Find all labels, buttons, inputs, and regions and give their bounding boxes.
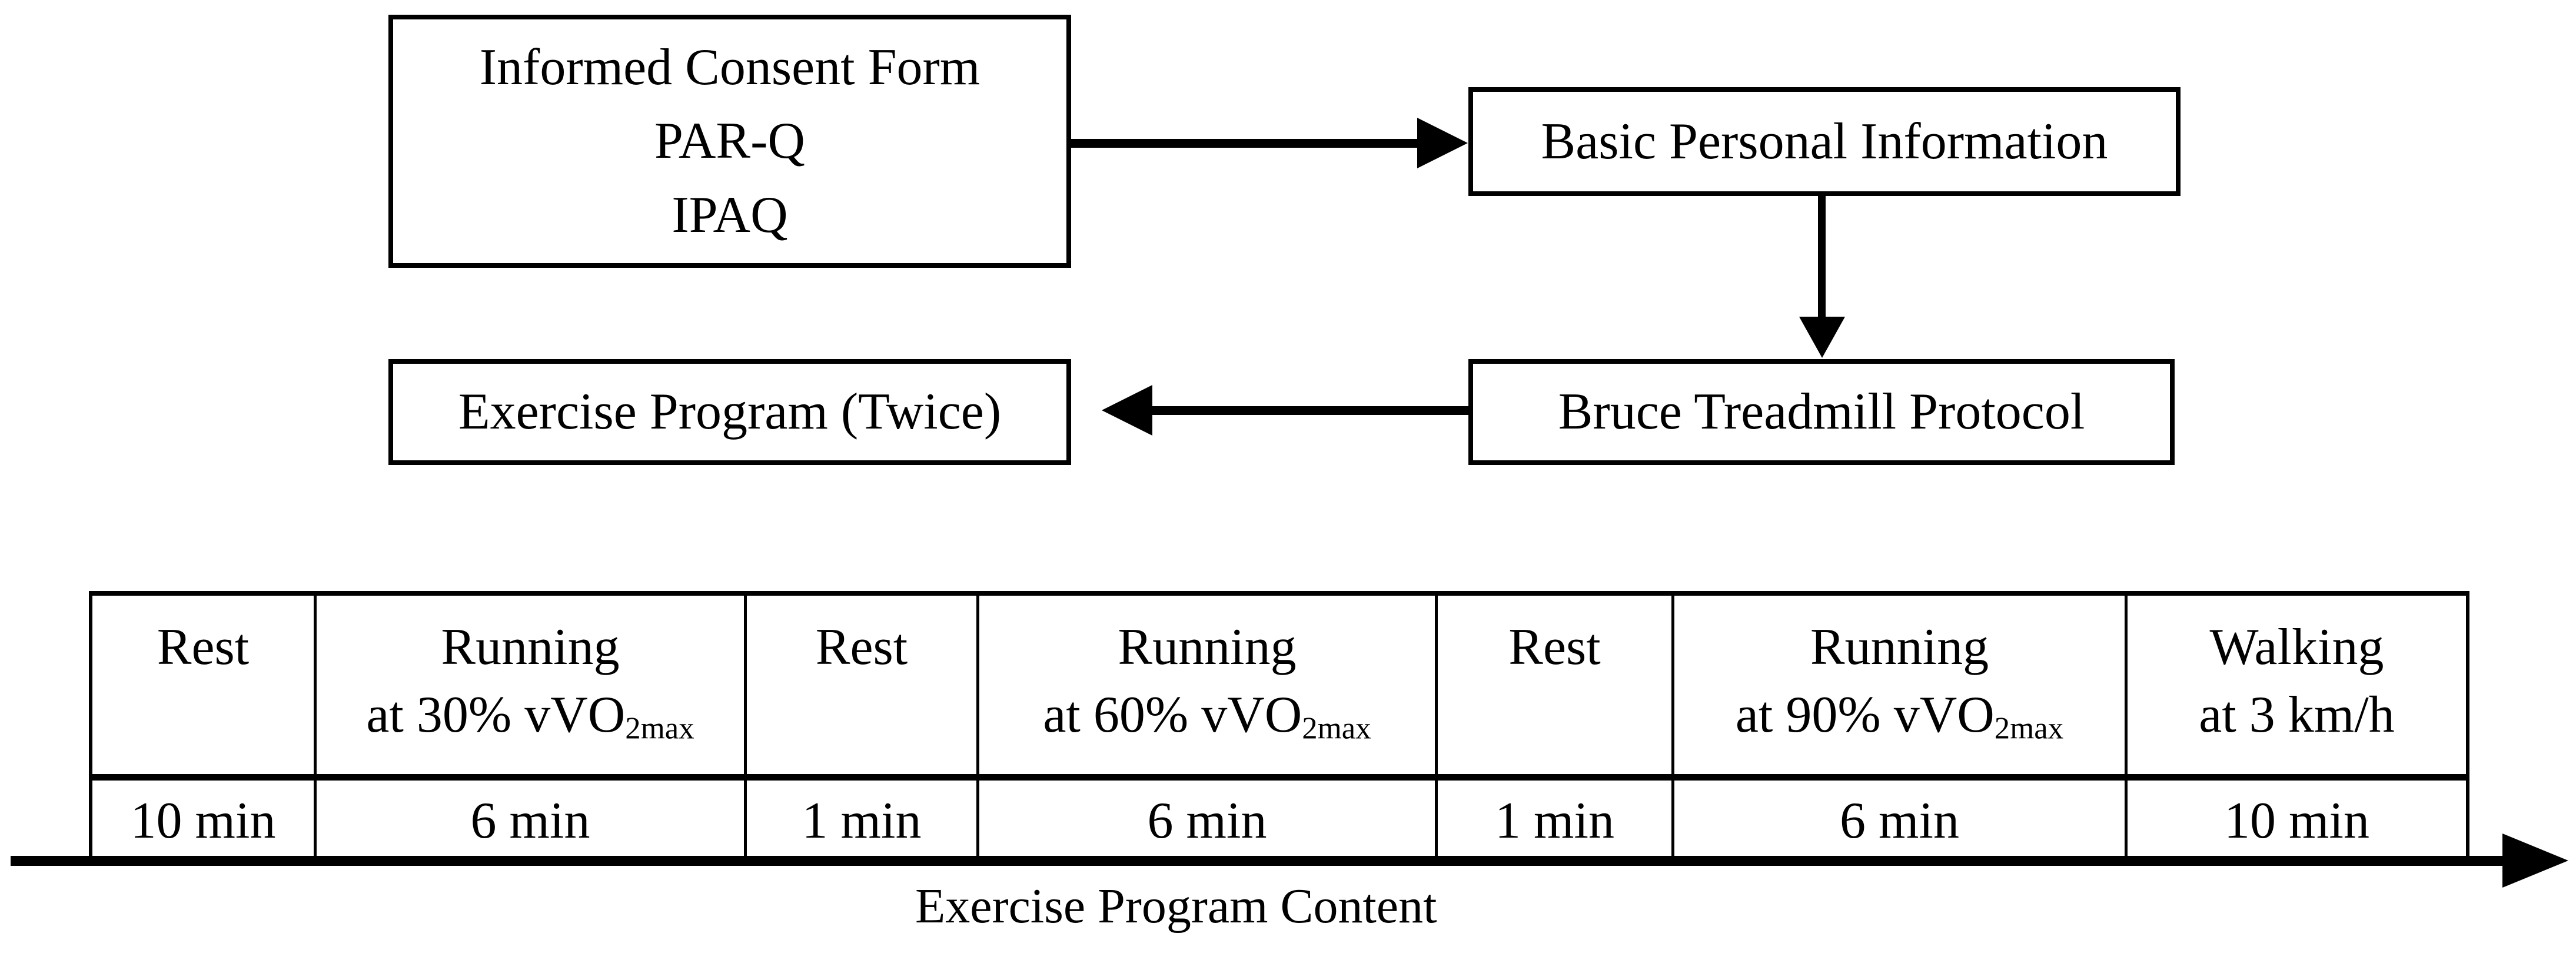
duration-cell: 10 min — [92, 781, 317, 861]
timeline-axis-shaft — [11, 856, 2509, 866]
basic-personal-information-box: Basic Personal Information — [1468, 87, 2181, 196]
intensity-subscript: 2max — [1302, 711, 1371, 746]
activity-label: Running — [1118, 619, 1297, 676]
duration-cell: 6 min — [979, 781, 1438, 861]
arrow-consent-to-basic-shaft — [1071, 139, 1424, 148]
table-cell-walking: Walking at 3 km/h — [2128, 596, 2466, 781]
intensity-subscript: 2max — [1994, 711, 2064, 746]
arrow-left-icon — [1102, 385, 1152, 436]
basic-personal-information-label: Basic Personal Information — [1541, 112, 2108, 170]
consent-line-3: IPAQ — [672, 186, 788, 244]
informed-consent-box: Informed Consent Form PAR-Q IPAQ — [388, 15, 1071, 268]
table-cell-rest-3: Rest — [1438, 596, 1674, 781]
activity-label: Rest — [157, 619, 250, 676]
arrow-right-icon — [1417, 118, 1468, 168]
intensity-subscript: 2max — [625, 711, 694, 746]
consent-line-1: Informed Consent Form — [479, 38, 980, 96]
activity-label: Running — [441, 619, 620, 676]
arrow-basic-to-bruce-shaft — [1818, 196, 1826, 321]
activity-label: Rest — [1508, 619, 1601, 676]
timeline-arrow-right-icon — [2502, 834, 2568, 888]
table-cell-rest-2: Rest — [747, 596, 979, 781]
intensity-label: at 60% vVO2max — [1043, 686, 1371, 746]
table-cell-rest-1: Rest — [92, 596, 317, 781]
intensity-label: at 90% vVO2max — [1735, 686, 2064, 746]
timeline-axis-label: Exercise Program Content — [915, 879, 1437, 934]
consent-line-2: PAR-Q — [654, 112, 805, 170]
duration-cell: 1 min — [747, 781, 979, 861]
bruce-treadmill-protocol-box: Bruce Treadmill Protocol — [1468, 359, 2175, 465]
activity-label: Running — [1810, 619, 1989, 676]
arrow-down-icon — [1799, 317, 1845, 358]
activity-label: Walking — [2209, 619, 2384, 676]
arrow-bruce-to-exercise-shaft — [1151, 406, 1468, 415]
table-cell-running-60: Running at 60% vVO2max — [979, 596, 1438, 781]
duration-cell: 6 min — [317, 781, 747, 861]
duration-cell: 10 min — [2224, 792, 2369, 849]
activity-label: Rest — [815, 619, 908, 676]
duration-cell: 6 min — [1674, 781, 2128, 861]
exercise-program-label: Exercise Program (Twice) — [458, 383, 1002, 440]
duration-cell: 1 min — [1438, 781, 1674, 861]
intensity-label: at 3 km/h — [2199, 686, 2395, 743]
table-cell-running-30: Running at 30% vVO2max — [317, 596, 747, 781]
exercise-program-table: Rest Running at 30% vVO2max Rest Running… — [89, 591, 2469, 861]
intensity-label: at 30% vVO2max — [366, 686, 694, 746]
bruce-treadmill-protocol-label: Bruce Treadmill Protocol — [1558, 383, 2085, 440]
table-cell-running-90: Running at 90% vVO2max — [1674, 596, 2128, 781]
exercise-program-box: Exercise Program (Twice) — [388, 359, 1071, 465]
